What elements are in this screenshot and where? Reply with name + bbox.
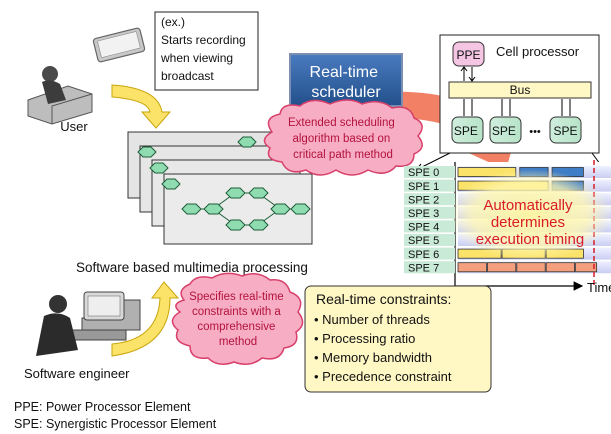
- user-figure-icon: [27, 27, 146, 125]
- constraint-item: •: [314, 350, 322, 365]
- engineer-to-multimedia-arrow: [111, 281, 180, 357]
- footnote-ppe: PPE: Power Processor Element: [14, 400, 191, 414]
- example-note-box: [154, 11, 259, 91]
- spe-bus-arrows-icon: [463, 99, 571, 116]
- specifies-bubble-line: method: [219, 336, 257, 348]
- bus-label: Bus: [510, 83, 531, 97]
- constraint-item-label: Precedence constraint: [322, 369, 452, 384]
- spe-row-label-bg: [404, 179, 455, 192]
- task-block: [486, 262, 517, 273]
- time-axis-label: Time: [587, 280, 611, 295]
- scheduler-label: Real-time scheduler: [310, 64, 383, 101]
- task-block: [545, 262, 576, 273]
- task-block: [457, 262, 487, 273]
- example-note-line: Starts recording: [161, 33, 246, 47]
- execution-timing-text: Automatically determines execution timin…: [476, 197, 584, 248]
- constraint-item: •: [314, 312, 322, 327]
- scheduler-label-line: Real-time: [310, 64, 379, 81]
- ppe-bus-arrows-icon: [460, 66, 476, 82]
- scheduling-algorithm-bubble: [263, 99, 423, 176]
- task-block: [575, 262, 598, 273]
- real-time-scheduler-box: [289, 53, 403, 107]
- scheduling-bubble-line: critical path method: [293, 149, 393, 161]
- multimedia-processing-stack: [127, 131, 313, 245]
- example-note-line: (ex.): [161, 15, 185, 29]
- spe-row-label-bg: [404, 261, 455, 274]
- specifies-bubble-line: comprehensive: [197, 321, 275, 333]
- spe-block: [451, 116, 484, 144]
- task-block: [516, 262, 546, 273]
- scheduling-bubble-line: Extended scheduling: [288, 117, 395, 129]
- spe-row-label: SPE 1: [408, 181, 439, 193]
- spe-block: [489, 116, 522, 144]
- execution-timing-line: execution timing: [476, 231, 584, 248]
- spe-row-label-bg: [404, 220, 455, 233]
- execution-timing-highlight: [448, 169, 611, 261]
- spe-row-label: SPE 6: [408, 249, 439, 261]
- specifies-bubble-text: Specifies real-time constraints with a c…: [189, 291, 287, 348]
- constraints-box: [304, 285, 492, 393]
- scheduling-bubble-line: algorithm based on: [292, 133, 390, 145]
- spe-row-label-bg: [404, 247, 455, 260]
- spe-row-label-bg: [404, 166, 455, 178]
- constraints-list: • Number of threads • Processing ratio •…: [314, 312, 452, 384]
- spe-row-label: SPE 7: [408, 262, 439, 274]
- example-note-line: broadcast: [161, 69, 214, 83]
- spe-ellipsis: •••: [529, 126, 541, 138]
- spe-block: [549, 116, 582, 144]
- scheduling-bubble-text: Extended scheduling algorithm based on c…: [288, 117, 398, 161]
- multimedia-label: Software based multimedia processing: [76, 260, 308, 275]
- spe-row-label: SPE 3: [408, 208, 439, 220]
- spe-row-label: SPE 5: [408, 235, 439, 247]
- schedule-timeline: Automatically determines execution timin…: [448, 160, 611, 291]
- specifies-bubble-line: constraints with a: [192, 306, 281, 318]
- constraint-item: •: [314, 369, 322, 384]
- execution-timing-line: determines: [491, 214, 565, 231]
- cell-processor-title: Cell processor: [496, 44, 580, 59]
- specifies-bubble-line: Specifies real-time: [189, 291, 284, 303]
- constraint-item: •: [314, 331, 322, 346]
- spe-row-label: SPE 2: [408, 194, 439, 206]
- specifies-constraints-bubble: [171, 272, 304, 365]
- example-note-line: when viewing: [160, 51, 233, 65]
- execution-timing-line: Automatically: [483, 197, 573, 214]
- ppe-block: [452, 41, 485, 67]
- scheduler-label-line: scheduler: [311, 84, 381, 101]
- spe-row-label-bg: [404, 206, 455, 219]
- spe-row-label: SPE 4: [408, 222, 439, 234]
- spe-row-label-bg: [404, 193, 455, 206]
- engineer-label: Software engineer: [24, 366, 130, 381]
- constraint-item-label: Memory bandwidth: [322, 350, 432, 365]
- ppe-label: PPE: [456, 48, 480, 62]
- constraints-title: Real-time constraints:: [316, 291, 451, 307]
- spe-label: SPE: [454, 124, 478, 138]
- footnote-spe: SPE: Synergistic Processor Element: [14, 417, 217, 431]
- spe-labels: SPE SPE SPE: [454, 124, 578, 138]
- spe-label: SPE: [553, 124, 577, 138]
- user-label: User: [60, 119, 88, 134]
- software-engineer-icon: [36, 291, 141, 356]
- example-note-text: (ex.) Starts recording when viewing broa…: [160, 15, 249, 83]
- bus-block: [448, 81, 592, 99]
- constraint-item-label: Processing ratio: [322, 331, 415, 346]
- spe-row-label-bg: [404, 234, 455, 246]
- constraint-item-label: Number of threads: [322, 312, 430, 327]
- user-to-multimedia-arrow: [111, 84, 172, 129]
- spe-label: SPE: [492, 124, 516, 138]
- spe-row-label: SPE 0: [408, 167, 439, 179]
